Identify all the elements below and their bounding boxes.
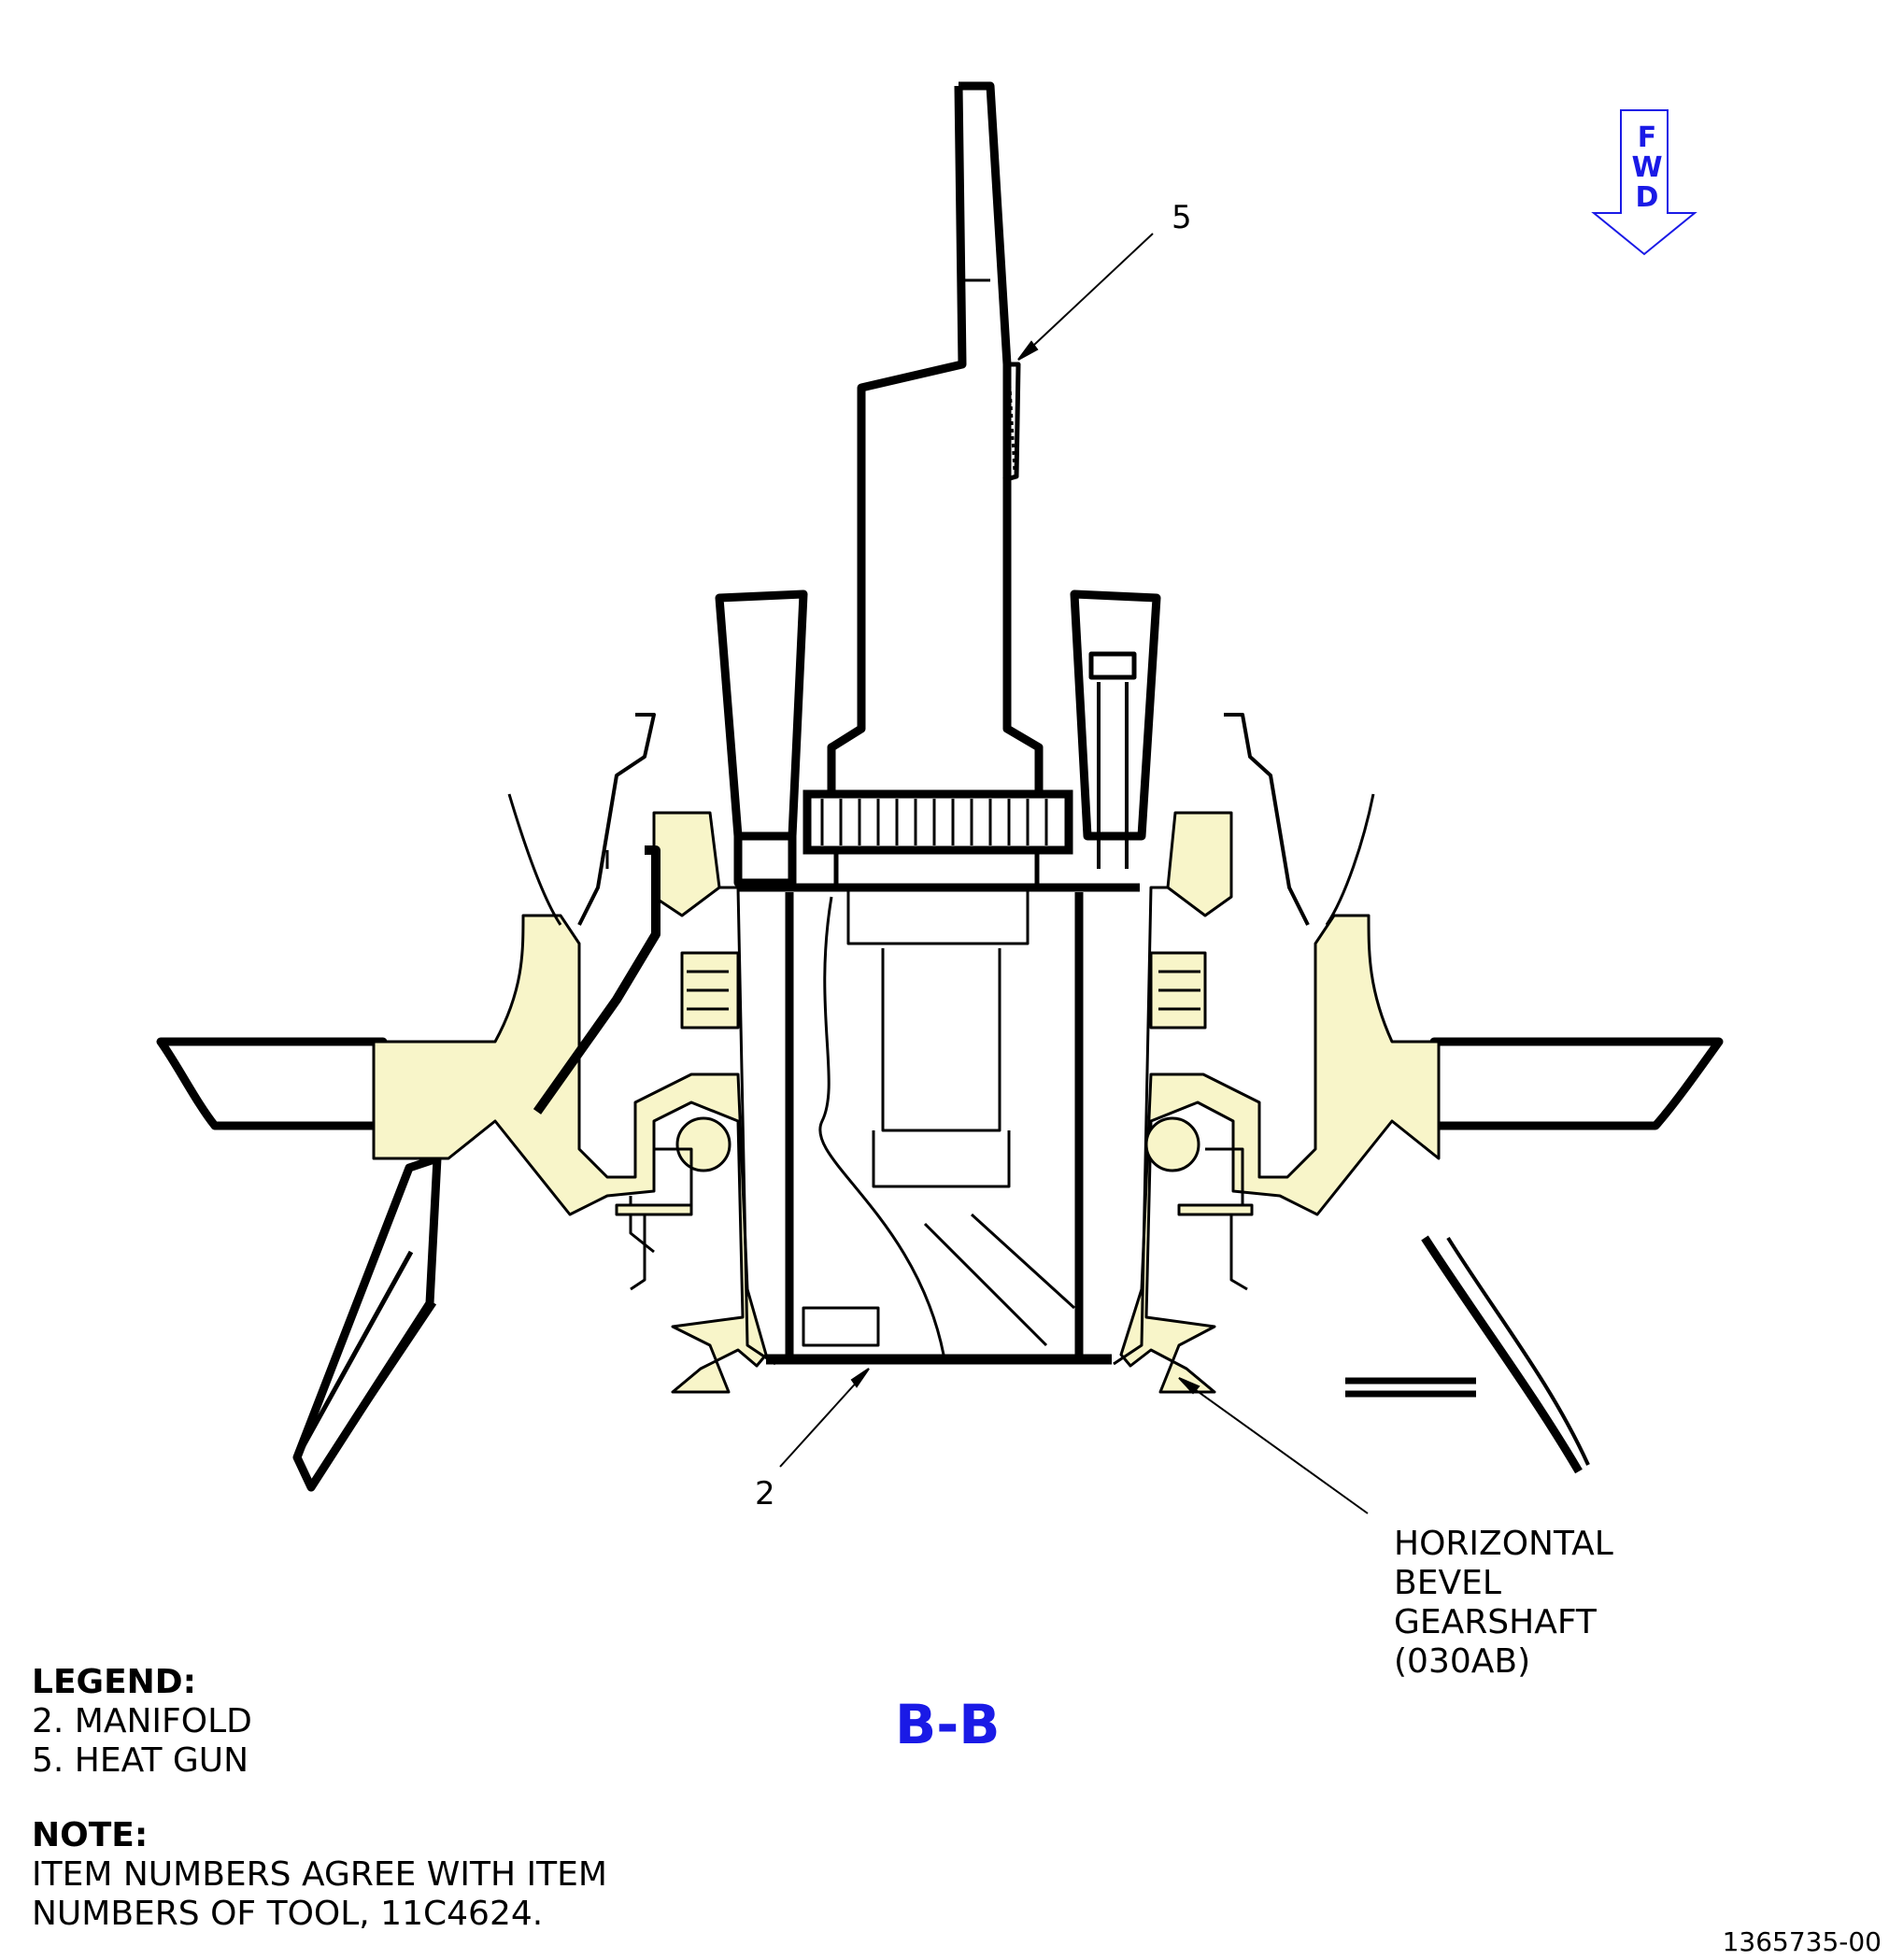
legend-item: 5. HEAT GUN xyxy=(32,1741,249,1780)
gearshaft-label-line: GEARSHAFT xyxy=(1394,1603,1597,1641)
gear-ring xyxy=(802,789,1073,890)
manifold xyxy=(738,883,1140,1365)
section-view-title: B-B xyxy=(895,1693,1001,1756)
leader-lines xyxy=(779,233,1369,1514)
note-title: NOTE: xyxy=(32,1816,149,1854)
arrowhead-item-5 xyxy=(1017,340,1039,361)
left-handle xyxy=(715,589,808,888)
gearshaft-label: HORIZONTAL BEVEL GEARSHAFT (030AB) xyxy=(1394,1525,1613,1682)
leader-item-2 xyxy=(779,1368,870,1468)
fwd-label: F W D xyxy=(1628,123,1666,213)
callout-item-2: 2 xyxy=(755,1475,775,1513)
fwd-letter-d: D xyxy=(1635,181,1659,214)
heat-gun xyxy=(827,81,1044,794)
note-line: ITEM NUMBERS AGREE WITH ITEM xyxy=(32,1855,607,1894)
arrowhead-gearshaft xyxy=(1178,1377,1200,1395)
right-housing xyxy=(1113,713,1441,1394)
left-housing xyxy=(372,713,776,1394)
legend-title: LEGEND: xyxy=(32,1663,197,1701)
gearshaft-label-line: (030AB) xyxy=(1394,1642,1531,1681)
leader-item-5 xyxy=(1017,233,1154,361)
note: NOTE: ITEM NUMBERS AGREE WITH ITEM NUMBE… xyxy=(32,1816,607,1934)
fwd-arrow-icon xyxy=(1591,109,1697,256)
callout-item-5: 5 xyxy=(1172,199,1192,236)
gearshaft-label-line: BEVEL xyxy=(1394,1564,1501,1602)
right-ducts xyxy=(1345,1037,1724,1474)
leader-gearshaft xyxy=(1178,1377,1369,1514)
gearshaft-label-line: HORIZONTAL xyxy=(1394,1525,1613,1563)
drawing-number: 1365735-00 xyxy=(1722,1926,1882,1957)
right-handle xyxy=(1070,589,1161,869)
note-line: NUMBERS OF TOOL, 11C4624. xyxy=(32,1895,544,1933)
left-tube xyxy=(533,845,660,1115)
left-ducts xyxy=(156,1037,442,1492)
fwd-letter-f: F xyxy=(1637,121,1657,154)
fwd-letter-w: W xyxy=(1631,151,1663,184)
arrowhead-item-2 xyxy=(850,1368,870,1388)
legend-item: 2. MANIFOLD xyxy=(32,1702,252,1740)
legend: LEGEND: 2. MANIFOLD 5. HEAT GUN xyxy=(32,1663,252,1781)
